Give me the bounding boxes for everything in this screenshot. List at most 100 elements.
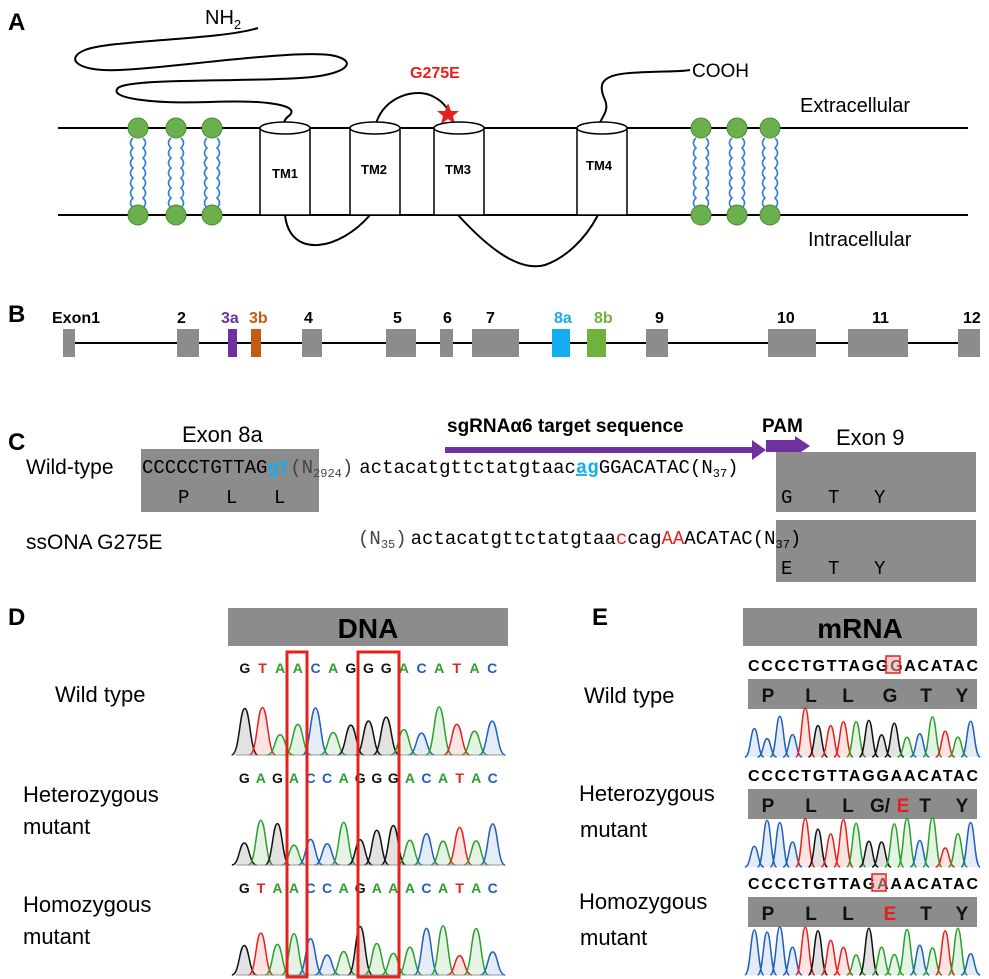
trace-peak <box>833 818 854 868</box>
base-call: C <box>305 770 315 786</box>
base-call: C <box>416 660 426 676</box>
tm4-label: TM4 <box>586 158 613 173</box>
mrna-amino-acid: E <box>884 904 897 925</box>
tm3-label: TM3 <box>445 162 471 177</box>
trace-peak <box>756 819 778 868</box>
mrna-seq: CCCCTGTTAGGGACATAC <box>748 658 978 675</box>
n-terminus-label: NH2 <box>205 7 241 32</box>
mrna-row-label-2: mutant <box>580 817 647 842</box>
lipid-molecule <box>759 117 781 226</box>
trace-peak <box>807 929 829 976</box>
mrna-row: HomozygousmutantCCCCTGTTAGAAACATACPLLETY <box>579 873 981 976</box>
base-call: G <box>371 770 382 786</box>
dna-header-bar <box>228 608 508 646</box>
exon-9-block <box>646 329 668 357</box>
mrna-seq: CCCCTGTTAGAAACATAC <box>748 876 978 893</box>
exon-5-label: 5 <box>393 310 402 327</box>
trace-peak <box>833 721 854 758</box>
mrna-amino-acid: P <box>762 796 775 817</box>
trace-peak <box>794 817 816 868</box>
trace-peak <box>390 728 418 756</box>
trace-peak <box>264 943 291 976</box>
c-terminal-chain <box>597 69 691 129</box>
dna-row-label-2: mutant <box>23 814 90 839</box>
trace-peak <box>744 727 765 758</box>
exon-exon1-label: Exon1 <box>52 310 100 327</box>
trace-peak <box>922 716 943 758</box>
exon-4-block <box>302 329 322 357</box>
base-call: G <box>363 660 374 676</box>
dna-row-label-2: mutant <box>23 924 90 949</box>
mrna-mutation-highlight <box>871 873 887 892</box>
base-call: C <box>421 770 431 786</box>
trace-peak <box>960 952 981 976</box>
exon-11-block <box>848 329 908 357</box>
exon-7-block <box>472 329 519 357</box>
base-call: A <box>293 660 303 676</box>
mrna-row-label: Wild type <box>584 683 674 708</box>
mrna-amino-acid: T <box>919 796 931 817</box>
trace-peak <box>808 724 828 758</box>
trace-peak <box>884 722 905 758</box>
mrna-mutation-highlight <box>885 655 901 674</box>
base-call: T <box>257 880 266 896</box>
dna-row-label: Homozygous <box>23 892 151 917</box>
trace-peak <box>794 707 816 758</box>
trace-peak <box>413 832 440 866</box>
base-call: C <box>487 660 497 676</box>
mrna-row-label: Heterozygous <box>579 781 715 806</box>
trace-peak <box>363 829 390 866</box>
trace-peak <box>909 944 930 976</box>
trace-peak <box>744 929 765 976</box>
exon-5-block <box>386 329 416 357</box>
trace-peak <box>935 730 956 758</box>
panel-b-label: B <box>8 301 25 328</box>
mrna-amino-acid: L <box>805 686 817 707</box>
exon-10-block <box>768 329 816 357</box>
mrna-aa-bar <box>748 897 977 927</box>
trace-peak <box>896 928 918 976</box>
trace-peak <box>443 723 471 756</box>
trace-peak <box>446 826 473 866</box>
trace-peak <box>230 707 259 756</box>
trace-peak <box>413 927 440 976</box>
exon-4-label: 4 <box>304 310 313 327</box>
base-call: A <box>438 880 448 896</box>
base-call: T <box>455 770 464 786</box>
tm1-label: TM1 <box>272 166 298 181</box>
base-call: G <box>239 880 250 896</box>
exon-7-label: 7 <box>486 310 495 327</box>
trace-peak <box>833 946 854 976</box>
trace-peak <box>845 721 867 758</box>
trace-peak <box>425 706 454 756</box>
base-call: T <box>453 660 462 676</box>
exon-3a-label: 3a <box>221 310 239 327</box>
exon8a-box <box>141 449 319 512</box>
lipid-bilayer <box>127 117 781 226</box>
panel-a-label: A <box>8 9 25 36</box>
base-call: A <box>405 770 415 786</box>
trace-peak <box>314 954 340 976</box>
base-call: A <box>388 880 398 896</box>
trace-peak <box>319 731 347 756</box>
base-call: C <box>488 770 498 786</box>
trace-peak <box>354 720 383 756</box>
base-call: C <box>322 770 332 786</box>
mrna-seq: CCCCTGTTAGGAACATAC <box>748 768 978 785</box>
base-call: A <box>438 770 448 786</box>
trace-peak <box>248 932 274 976</box>
mut-row-label: ssONA G275E <box>26 531 163 554</box>
mrna-amino-acid: P <box>762 904 775 925</box>
trace-peak <box>884 823 905 868</box>
exon-6-block <box>440 329 453 357</box>
trace-peak <box>769 821 791 868</box>
dna-row-label: Wild type <box>55 682 145 707</box>
base-call: C <box>310 660 320 676</box>
base-call: A <box>372 880 382 896</box>
exon-9-label: 9 <box>655 310 664 327</box>
